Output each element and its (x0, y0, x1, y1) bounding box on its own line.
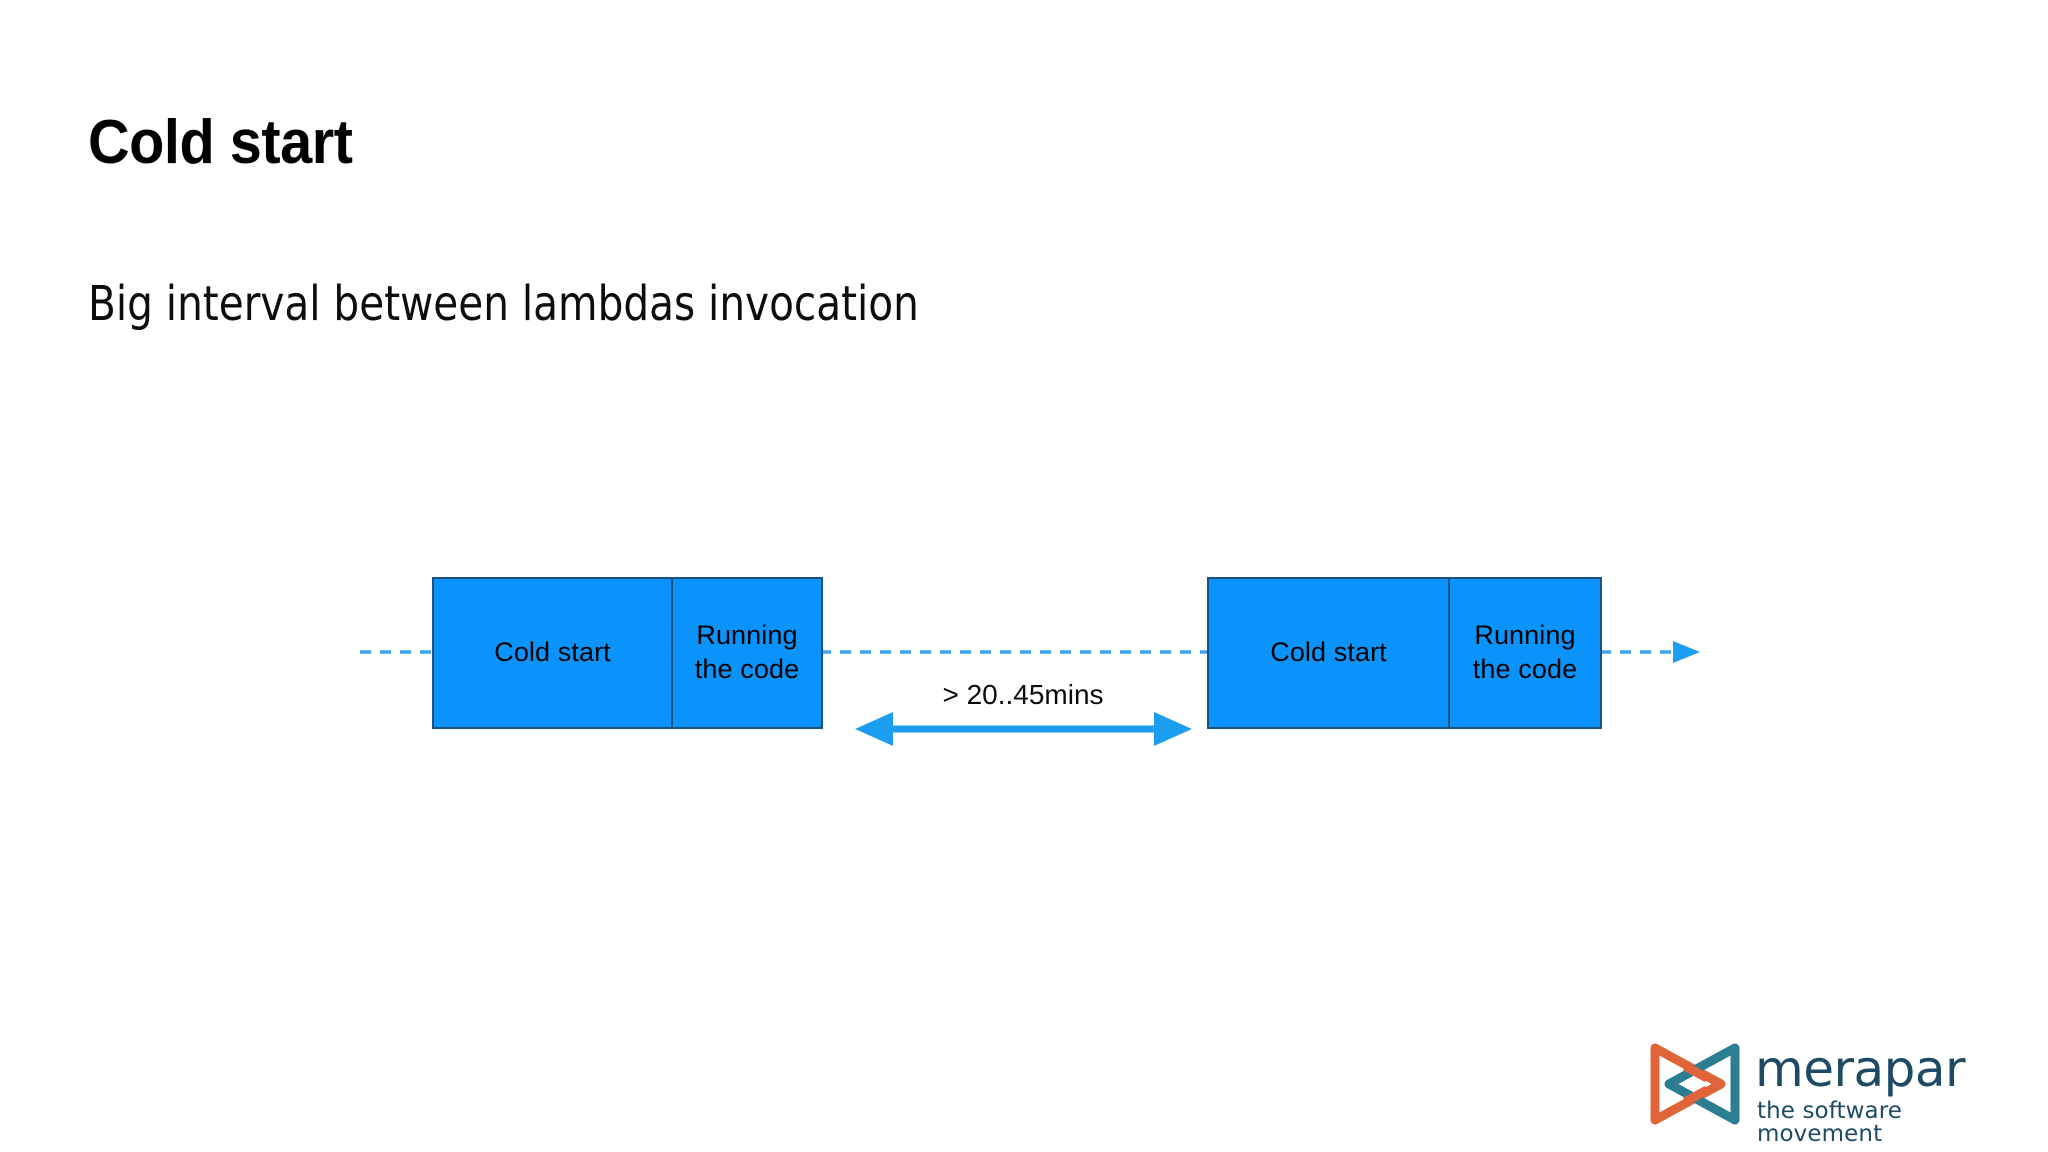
page-title: Cold start (88, 108, 353, 177)
invocation-1-cold-start-block: Cold start (432, 577, 673, 729)
interval-duration-label: > 20..45mins (942, 679, 1104, 710)
merapar-logo-mark-icon (1650, 1043, 1740, 1125)
invocation-2-group: Cold start Running the code (1207, 577, 1602, 729)
invocation-1-running-code-block: Running the code (671, 577, 823, 729)
interval-arrow-left-head-icon (855, 712, 893, 746)
invocation-1-group: Cold start Running the code (432, 577, 823, 729)
merapar-logo: merapar the software movement (1645, 1038, 1995, 1146)
timeline-end-arrowhead-icon (1673, 641, 1700, 663)
invocation-2-running-code-block: Running the code (1448, 577, 1602, 729)
slide-subtitle: Big interval between lambdas invocation (88, 276, 919, 332)
interval-arrow-right-head-icon (1154, 712, 1192, 746)
merapar-tagline: the software movement (1757, 1098, 1903, 1147)
invocation-2-cold-start-block: Cold start (1207, 577, 1450, 729)
merapar-wordmark: merapar (1755, 1040, 1966, 1098)
